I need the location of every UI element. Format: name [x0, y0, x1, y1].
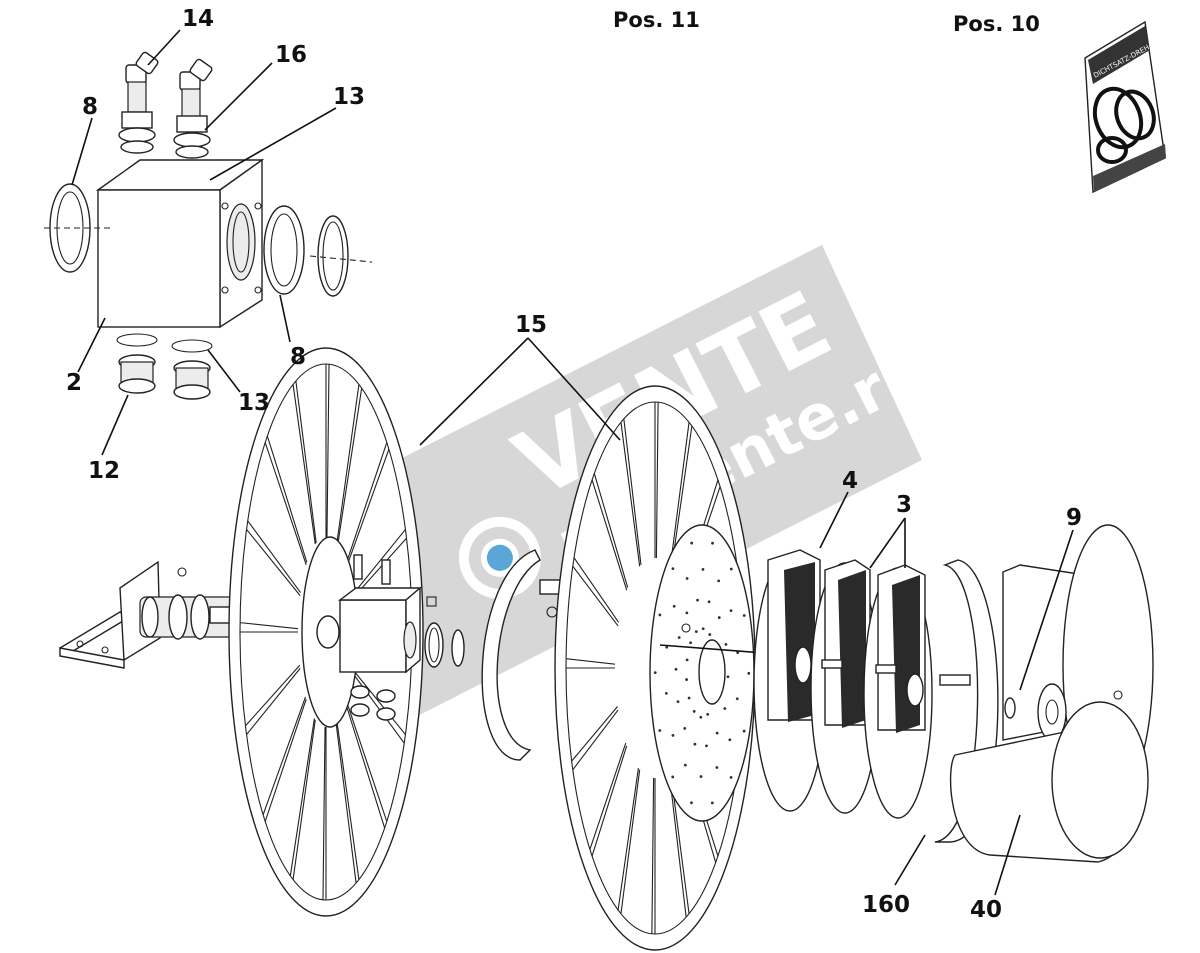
fitting-right	[173, 58, 213, 159]
plug-left	[118, 354, 156, 394]
reel-wheel-right	[554, 385, 791, 951]
slip-ring-stack	[753, 549, 999, 843]
callout-3: 3	[896, 492, 912, 518]
callout-4: 4	[842, 468, 858, 494]
position-label-10: Pos. 10	[953, 12, 1040, 36]
callout-16: 16	[275, 42, 307, 68]
callout-13-bottom: 13	[238, 390, 270, 416]
plug-right	[173, 360, 211, 400]
leader-lines	[71, 29, 1074, 896]
callout-13-top: 13	[333, 84, 365, 110]
callout-2: 2	[66, 370, 82, 396]
watermark-logo-icon	[458, 516, 541, 599]
slip-ring-3	[863, 564, 933, 819]
callout-40: 40	[970, 897, 1002, 923]
valve-block-assembly	[44, 51, 373, 400]
seal-kit-bag: DICHTSATZ-DREH. KIT	[1084, 20, 1166, 194]
callout-160: 160	[862, 892, 910, 918]
fitting-left	[118, 51, 159, 154]
cover-40	[949, 701, 1149, 863]
callout-12: 12	[88, 458, 120, 484]
callout-14: 14	[182, 6, 214, 32]
callout-15: 15	[515, 312, 547, 338]
callout-8-right: 8	[290, 344, 306, 370]
position-label-11: Pos. 11	[613, 8, 700, 32]
slip-ring-2	[810, 559, 880, 814]
callout-8-top: 8	[82, 94, 98, 120]
slip-ring-1	[753, 549, 827, 812]
reel-wheel-left	[228, 347, 465, 917]
callout-9: 9	[1066, 505, 1082, 531]
